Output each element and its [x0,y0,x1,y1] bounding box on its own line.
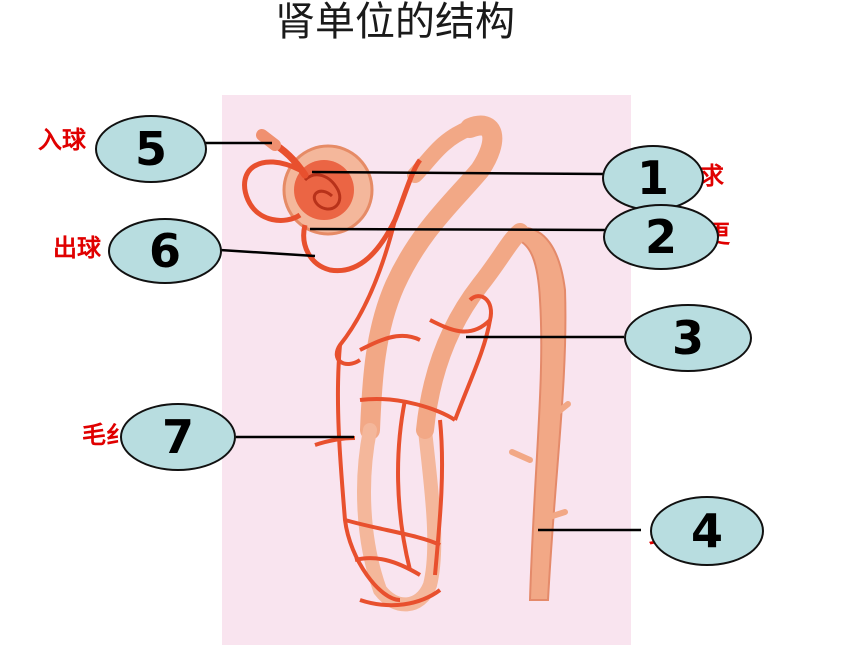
distal-tubule [416,223,529,439]
number-bubble-5[interactable]: 5 [95,115,207,183]
number-bubble-3[interactable]: 3 [624,304,752,372]
label-1-text: 求 [700,162,724,190]
number-bubble-4[interactable]: 4 [650,496,764,566]
number-bubble-6[interactable]: 6 [108,218,222,284]
diagram-title: 肾单位的结构 [275,0,515,45]
capillary-network [314,219,493,608]
label-5-text: 入球 [38,126,86,154]
leader-lines [205,141,641,532]
proximal-tubule [360,115,503,440]
number-bubble-7[interactable]: 7 [120,403,236,471]
number-bubble-1[interactable]: 1 [602,145,704,211]
number-bubble-2[interactable]: 2 [603,204,719,270]
label-6-text: 出球 [53,234,101,262]
collecting-duct [517,226,567,601]
